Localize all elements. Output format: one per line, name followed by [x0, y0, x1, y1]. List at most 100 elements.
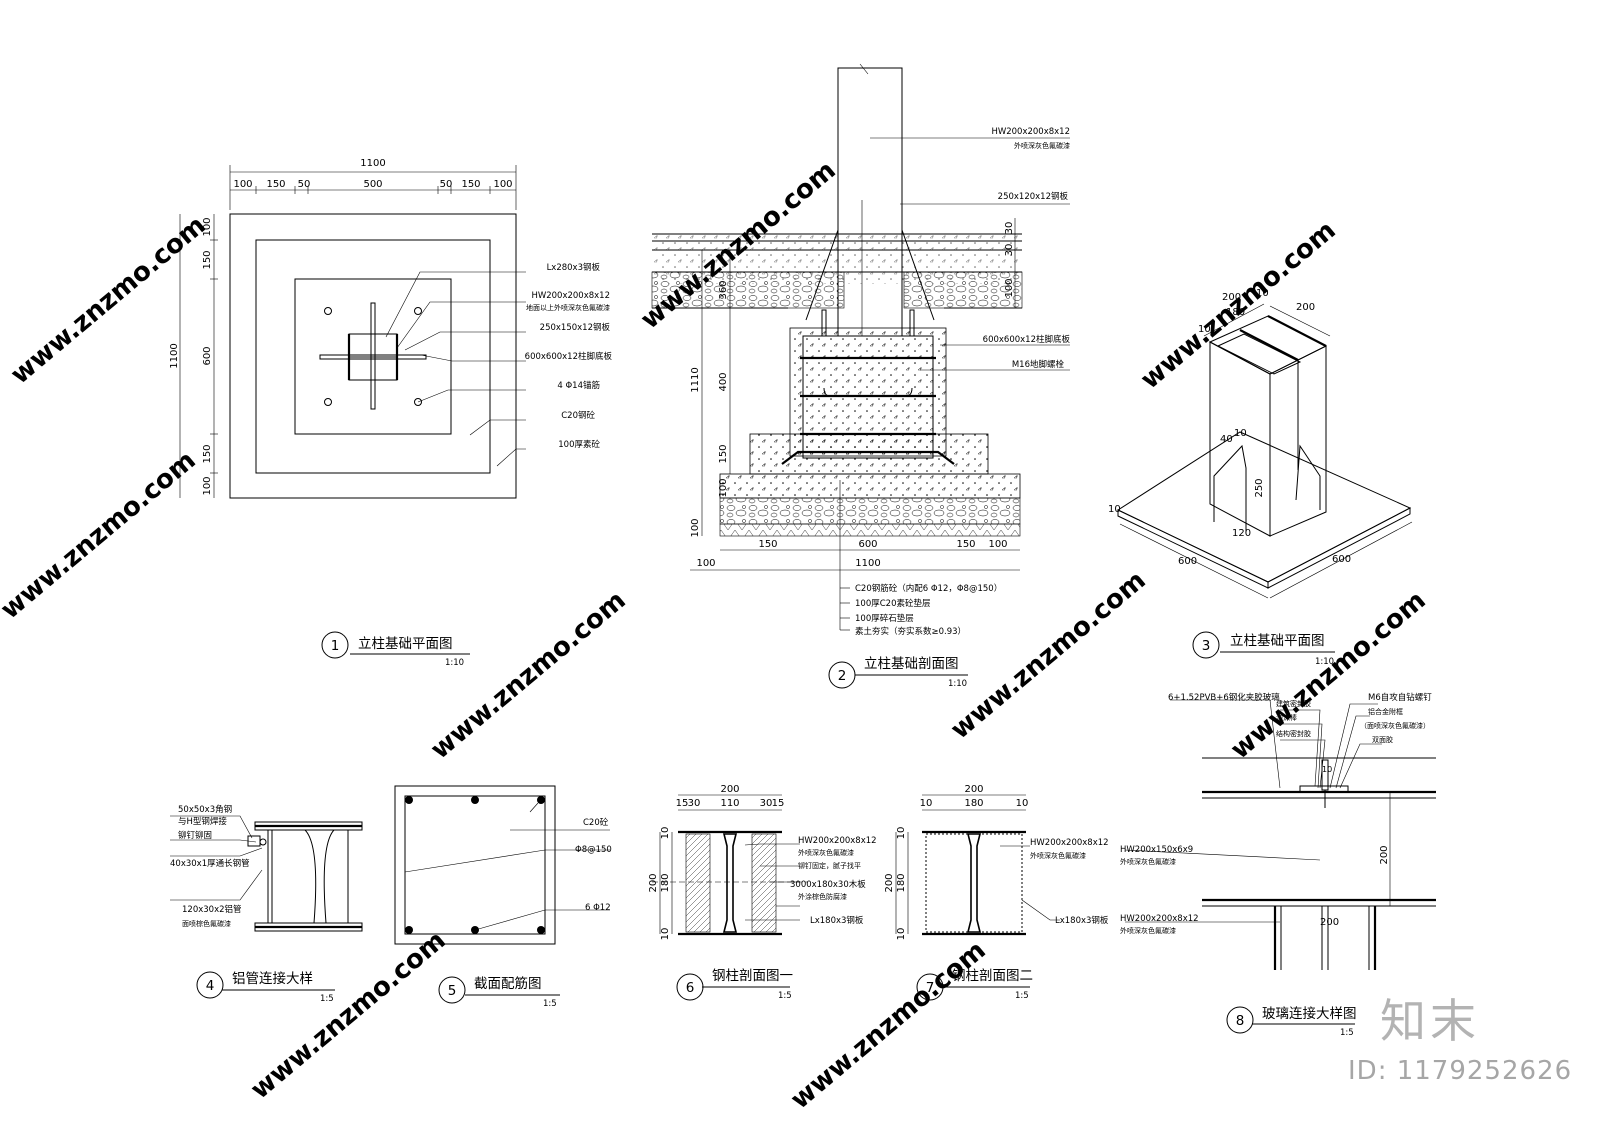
dim: 1110	[690, 367, 701, 392]
drawing-title: 截面配筋图	[474, 975, 542, 992]
dim-top: 50	[440, 179, 453, 190]
note: HW200x200x8x12	[1030, 838, 1109, 848]
drawing-scale: 1:10	[948, 679, 967, 689]
note: Lx180x3钢板	[1055, 915, 1109, 926]
dim: 40	[1220, 434, 1233, 445]
drawing-number: 4	[206, 978, 215, 994]
drawing-number: 2	[838, 668, 847, 684]
dim: 180	[1226, 307, 1245, 318]
dim: 100	[690, 518, 701, 537]
dim: 150	[718, 444, 729, 463]
note: HW200x200x8x12	[991, 127, 1070, 137]
dim-top-ticks	[255, 186, 491, 194]
drawing-scale: 1:5	[778, 991, 792, 1001]
drawing-title: 立柱基础剖面图	[864, 655, 959, 672]
dim: 15	[772, 798, 785, 809]
watermark-text: www.znzmo.com	[0, 445, 202, 625]
dim: 200	[1296, 302, 1315, 313]
dim-top: 100	[493, 179, 512, 190]
dim: 15	[676, 798, 689, 809]
note: （面喷深灰色氟碳漆）	[1360, 721, 1430, 730]
dim: 200	[884, 873, 895, 892]
note: 100厚碎石垫层	[855, 613, 914, 624]
iso-base-plate	[1116, 431, 1412, 583]
note: 与H型钢焊接	[178, 816, 227, 827]
dim-left: 100	[202, 476, 213, 495]
dim: 10	[1198, 324, 1211, 335]
note: M6自攻自钻螺钉	[1368, 692, 1432, 703]
note: 6 Φ12	[585, 903, 611, 913]
drawing-7-column-section-2: 200 10 180 10 200 180 10 10 HW200x200x8x…	[884, 784, 1109, 1001]
note: Lx180x3钢板	[810, 915, 864, 926]
drawing-number: 1	[331, 638, 340, 654]
drawing-title: 立柱基础平面图	[358, 635, 453, 652]
drawing-title: 钢柱剖面图一	[712, 968, 793, 984]
dim: 30	[760, 798, 773, 809]
note: 250x150x12钢板	[540, 322, 611, 333]
dim: 200	[1320, 917, 1339, 928]
dim: 10	[896, 928, 907, 941]
image-id-label: ID: 1179252626	[1348, 1056, 1573, 1086]
drawing-number: 7	[926, 980, 935, 996]
watermark-text: www.znzmo.com	[245, 925, 451, 1105]
drawing-scale: 1:10	[1315, 657, 1334, 667]
dim-top: 500	[363, 179, 382, 190]
drawing-3-isometric: 200 180 10 200 10 40 10 250 120 10 600 6…	[1108, 288, 1413, 667]
compacted-soil	[719, 523, 1021, 537]
note: 地面以上外喷深灰色氟碳漆	[526, 303, 610, 312]
note: 外喷深灰色氟碳漆	[1030, 851, 1086, 860]
concrete-bedding	[719, 473, 1021, 499]
note: HW200x200x8x12	[531, 291, 610, 301]
dim-top-total: 1100	[360, 158, 385, 169]
note: 外喷深灰色氟碳漆	[798, 848, 854, 857]
note: 建筑密封胶	[1276, 699, 1311, 708]
note: 双面胶	[1372, 735, 1393, 744]
note: C20钢筋砼（内配6 Φ12，Φ8@150）	[855, 583, 1002, 594]
dim: 10	[660, 928, 671, 941]
dim-top: 150	[266, 179, 285, 190]
note: HW200x150x6x9	[1120, 845, 1193, 855]
drawing-number-circle	[438, 976, 466, 1004]
brand-logo: 知末	[1380, 994, 1480, 1048]
drawing-number: 8	[1236, 1013, 1245, 1029]
note: C20砼	[583, 817, 609, 828]
note: 250x120x12钢板	[998, 191, 1069, 202]
drawing-number-circle	[1226, 1006, 1254, 1034]
dim: 180	[660, 873, 671, 892]
dim: 200	[1379, 845, 1390, 864]
drawing-1-foundation-plan: 1100 100 150 50 500 50 150 100 1100 100 …	[169, 158, 612, 668]
watermark-text: www.znzmo.com	[5, 210, 211, 390]
watermark-text: www.znzmo.com	[425, 585, 631, 765]
note: M16地脚螺栓	[1012, 359, 1065, 370]
dim: 120	[1232, 528, 1251, 539]
dim: 150	[956, 539, 975, 550]
note: 泡沫棒	[1276, 713, 1297, 722]
note: 100厚素砼	[558, 439, 600, 450]
dim-top: 100	[233, 179, 252, 190]
drawing-number-circle	[196, 971, 224, 999]
dim: 30	[688, 798, 701, 809]
dim: 200	[964, 784, 983, 795]
note: Φ8@150	[575, 845, 612, 855]
drawing-scale: 1:5	[1340, 1028, 1354, 1038]
dim: 10	[1108, 504, 1121, 515]
dim-left: 150	[202, 250, 213, 269]
drawing-number: 6	[686, 980, 695, 996]
dim-left: 600	[202, 346, 213, 365]
note: 50x50x3角钢	[178, 804, 232, 815]
dim: 10	[1322, 765, 1332, 774]
note: HW200x200x8x12	[798, 836, 877, 846]
note: 120x30x2铝管	[182, 904, 242, 915]
drawing-scale: 1:5	[320, 994, 334, 1004]
dim: 200	[720, 784, 739, 795]
dim: 10	[1234, 428, 1247, 439]
dim: 30	[1004, 244, 1015, 257]
drawing-8-glass-joint: 200 200 10 6+1.52PVB+6钢化夹胶玻璃 建筑密封胶 泡沫棒 结…	[1120, 692, 1436, 1038]
drawing-title: 铝管连接大样	[232, 970, 313, 987]
dim: 110	[720, 798, 739, 809]
drawing-number-circle	[321, 631, 349, 659]
concrete-pad	[255, 239, 491, 474]
drawing-5-rebar-section: C20砼 Φ8@150 6 Φ12 5 截面配筋图 1:5	[394, 785, 612, 1009]
drawing-scale: 1:5	[543, 999, 557, 1009]
